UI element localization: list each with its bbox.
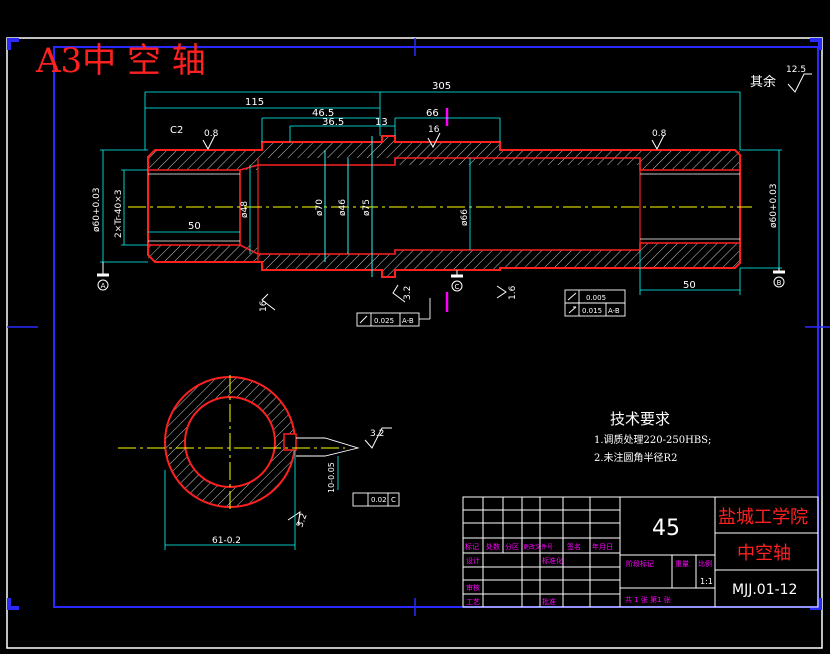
tol-runout-right-ref: A-B [608, 307, 620, 315]
chamfer-label: C2 [170, 125, 183, 136]
title-block [462, 496, 819, 608]
roughness-r5: 3.2 [403, 286, 413, 300]
tb-school: 盐城工学院 [718, 507, 808, 528]
dim-50-left: 50 [188, 221, 201, 232]
bore-outline [148, 157, 740, 255]
dim-keyway-depth: 10-0.05 [327, 462, 336, 493]
tb-review-label: 审核 [466, 583, 480, 592]
requirement-1: 1.调质处理220-250HBS; [594, 434, 711, 446]
datum-c: C [455, 283, 460, 291]
tb-count-label: 处数 [486, 542, 500, 551]
roughness-r7: 3.2 [370, 429, 384, 439]
tb-part-name: 中空轴 [737, 543, 791, 564]
roughness-other-label: 其余 [750, 74, 776, 90]
roughness-r3: 0.8 [652, 129, 667, 139]
dim-36-5: 36.5 [322, 117, 344, 128]
dia-75: ø75 [362, 199, 372, 216]
dim-13: 13 [375, 117, 388, 128]
dia-70: ø70 [315, 199, 325, 216]
roughness-r1: 0.8 [204, 129, 219, 139]
tol-sym-ref: C [391, 496, 396, 504]
tb-change-label: 更改文件号 [523, 543, 553, 551]
dim-46-5: 46.5 [312, 108, 334, 119]
dim-overall: 305 [432, 81, 451, 92]
tb-design-label: 设计 [466, 556, 480, 565]
requirement-2: 2.未注圆角半径R2 [594, 451, 677, 464]
dimension-lines [100, 91, 782, 295]
tb-process-label: 工艺 [466, 598, 480, 606]
datum-b: B [777, 279, 782, 287]
tol-cyl-right: 0.005 [586, 294, 606, 302]
centering-marks [7, 38, 830, 616]
tb-weight-label: 重量 [675, 560, 689, 568]
roughness-other-value: 12.5 [786, 65, 806, 75]
tol-runout-left: 0.025 [374, 317, 394, 325]
shaft-outline [147, 135, 741, 278]
tb-drawing-no: MJJ.01-12 [732, 582, 797, 598]
dim-50-right: 50 [683, 280, 696, 291]
datum-a: A [101, 282, 106, 290]
dia-thread: 2×Tr-40×3 [114, 189, 124, 238]
dia-66: ø66 [460, 209, 470, 226]
tb-scale: 1:1 [700, 577, 713, 586]
tol-sym: 0.02 [371, 496, 387, 504]
dim-66: 66 [426, 108, 439, 119]
tb-sign-label: 签名 [567, 542, 581, 551]
corner-marks [7, 38, 822, 610]
dim-keyway-width: 61-0.2 [212, 536, 241, 546]
shaft-lower-wall [148, 243, 740, 277]
tb-scale-label: 比例 [698, 559, 712, 568]
shaft-upper-wall [148, 136, 740, 170]
cross-section [118, 375, 392, 550]
tb-date-label: 年月日 [592, 542, 613, 551]
dia-right-end: ø60+0.03 [769, 183, 779, 228]
dim-115: 115 [245, 97, 264, 108]
datum-markers [97, 262, 785, 292]
roughness-r8: 3.2 [295, 512, 309, 529]
shaft-section [128, 108, 752, 312]
tol-runout-left-ref: A-B [402, 317, 414, 325]
roughness-r4: 16 [259, 300, 269, 312]
tol-runout-right: 0.015 [582, 307, 602, 315]
requirements-heading: 技术要求 [610, 410, 670, 428]
tb-material: 45 [652, 516, 680, 541]
sheet-border [6, 37, 823, 649]
title-stamp: A3中 空 轴 [35, 41, 206, 81]
tb-approve-label: 批准 [542, 597, 556, 606]
tb-mark-label: 标记 [465, 542, 479, 551]
roughness-r2: 16 [428, 125, 440, 135]
tb-sheets: 共 1 张 第1 张 [625, 595, 671, 604]
roughness-r6: 1.6 [508, 285, 518, 300]
dia-bore: ø48 [240, 201, 250, 218]
tb-stage-label: 阶段标记 [626, 559, 654, 568]
dia-46: ø46 [338, 199, 348, 216]
tb-zone-label: 分区 [505, 542, 519, 551]
tb-standard-label: 标准化 [542, 556, 563, 565]
dia-left-end: ø60+0.03 [92, 187, 102, 232]
